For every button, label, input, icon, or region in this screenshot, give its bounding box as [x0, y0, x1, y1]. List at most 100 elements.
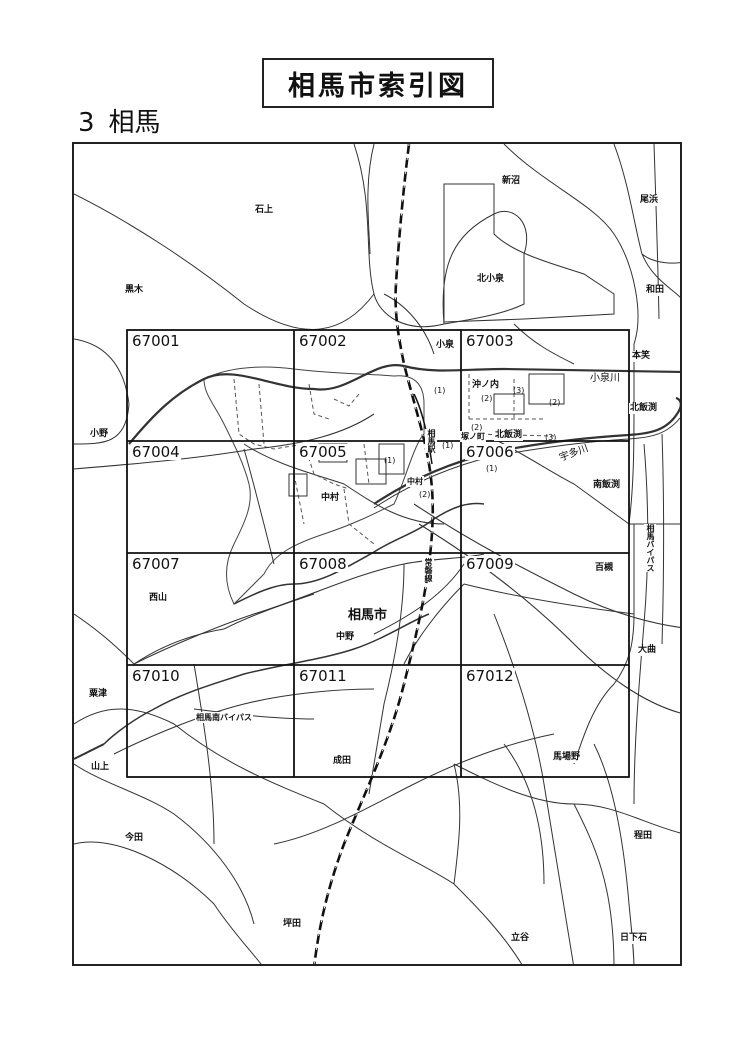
district-boundary	[442, 210, 528, 325]
grid-cell-67007[interactable]: 67007	[131, 555, 181, 573]
building	[378, 443, 405, 475]
river	[128, 363, 680, 445]
road	[273, 733, 555, 845]
place-nakano: 中野	[335, 632, 356, 643]
district-boundary	[613, 144, 680, 298]
grid-cell-67002[interactable]: 67002	[298, 332, 348, 350]
place-kuroki: 黒木	[124, 285, 145, 296]
place-nakamura-small: 中村	[406, 476, 424, 487]
river	[103, 613, 430, 745]
place-soma-minami-bypass: 相馬南バイパス	[195, 712, 253, 723]
road	[653, 144, 660, 320]
grid-cell-67008[interactable]: 67008	[298, 555, 348, 573]
map-graphics	[74, 144, 680, 964]
grid-cell-67012[interactable]: 67012	[465, 667, 515, 685]
place-yamagami: 山上	[90, 762, 111, 773]
grid-cell-67001[interactable]: 67001	[131, 332, 181, 350]
sub-area-label: (1)	[442, 441, 454, 450]
index-map: 67001 67002 67003 67004 67005 67006 6700…	[72, 142, 682, 966]
place-soma-station: 相馬駅	[425, 429, 437, 453]
index-grid	[126, 329, 630, 778]
place-sakai: 塚ノ町	[460, 431, 486, 442]
place-omagari: 大曲	[637, 645, 658, 656]
place-hikageishi: 日下石	[619, 933, 649, 944]
district-boundary	[193, 663, 215, 845]
sub-area-label: (1)	[434, 386, 446, 395]
grid-cell-67006[interactable]: 67006	[465, 443, 515, 461]
place-awazu: 粟津	[88, 689, 109, 700]
road	[74, 763, 255, 925]
road	[113, 688, 375, 755]
place-okinouchi: 沖ノ内	[471, 380, 501, 391]
road	[633, 443, 649, 805]
district-boundary	[573, 524, 635, 765]
place-motokasa: 本笑	[631, 351, 652, 362]
place-koizumigawa: 小泉川	[589, 373, 621, 384]
place-tsubota: 坪田	[282, 919, 303, 930]
district-boundary	[133, 628, 225, 665]
district-boundary	[503, 144, 639, 345]
sub-area-label: (2)	[481, 394, 493, 403]
place-wada: 和田	[645, 285, 666, 296]
road	[413, 503, 680, 628]
district-boundary	[74, 708, 325, 805]
place-narita: 成田	[332, 756, 353, 767]
title-text: 相馬市索引図	[288, 70, 468, 102]
place-hyakuyari: 百槻	[594, 563, 615, 574]
road	[593, 743, 635, 964]
sub-area-label: (2)	[419, 490, 431, 499]
place-obama: 尾浜	[639, 195, 660, 206]
building	[493, 393, 525, 415]
building	[288, 473, 308, 497]
grid-cell-67003[interactable]: 67003	[465, 332, 515, 350]
place-kitaiigafuchi: 北飯渕	[494, 430, 524, 441]
grid-cell-67004[interactable]: 67004	[131, 443, 181, 461]
place-ono: 小野	[89, 429, 110, 440]
place-hodota: 程田	[633, 831, 654, 842]
river	[74, 743, 105, 760]
place-tachiya: 立谷	[510, 933, 531, 944]
grid-cell-67010[interactable]: 67010	[131, 667, 181, 685]
road	[503, 743, 545, 885]
town-boundary	[308, 383, 330, 420]
industrial-area	[443, 183, 615, 323]
sub-area-label: (3)	[513, 386, 525, 395]
road	[243, 448, 275, 565]
place-bajono: 馬場野	[552, 752, 582, 763]
river	[373, 396, 680, 505]
town-boundary	[343, 488, 375, 545]
bypass-road	[193, 708, 315, 720]
district-boundary	[223, 593, 315, 630]
sub-area-label: (2)	[549, 398, 561, 407]
district-boundary	[353, 144, 445, 328]
sub-area-label: (3)	[545, 433, 557, 442]
district-boundary	[323, 803, 523, 964]
place-joban-line: 常磐線	[422, 558, 434, 582]
index-map-title: 相馬市索引図	[262, 58, 494, 108]
district-boundary	[74, 338, 130, 405]
road	[383, 293, 435, 355]
building	[528, 373, 565, 405]
town-boundary	[363, 443, 370, 485]
place-kitaiigafuchi-east: 北飯渕	[629, 403, 659, 414]
grid-cell-67005[interactable]: 67005	[298, 443, 348, 461]
town-boundary	[258, 383, 265, 445]
place-somashi: 相馬市	[347, 608, 389, 623]
section-name: 相馬	[108, 108, 161, 138]
place-ishigami: 石上	[254, 205, 275, 216]
road	[133, 553, 485, 665]
district-boundary	[641, 253, 680, 264]
district-boundary	[403, 583, 465, 665]
place-koizumi: 小泉	[435, 340, 456, 351]
place-minamiiigafuchi: 南飯渕	[592, 480, 622, 491]
road	[368, 563, 405, 795]
grid-cell-67009[interactable]: 67009	[465, 555, 515, 573]
place-soma-bypass: 相馬バイパス	[644, 524, 656, 572]
town-boundary	[293, 473, 305, 525]
district-boundary	[573, 803, 615, 964]
sub-area-label: (1)	[384, 456, 396, 465]
river	[233, 502, 485, 605]
place-nishiyama: 西山	[148, 593, 169, 604]
grid-cell-67011[interactable]: 67011	[298, 667, 348, 685]
